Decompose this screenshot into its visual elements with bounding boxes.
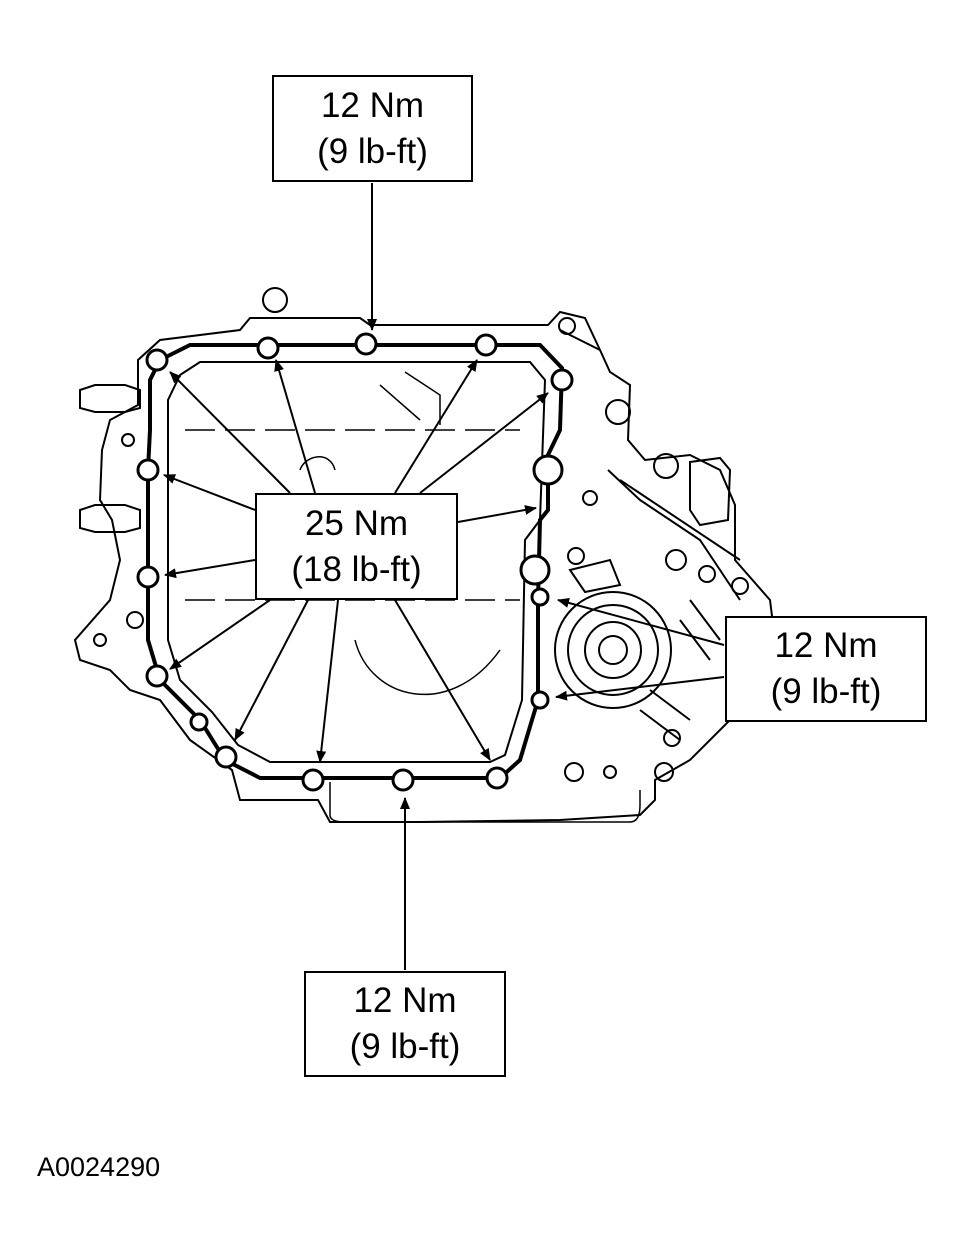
torque-callout-top: 12 Nm (9 lb-ft) <box>272 75 473 182</box>
torque-imperial: (9 lb-ft) <box>317 131 428 171</box>
torque-metric: 12 Nm <box>320 85 425 125</box>
torque-metric: 12 Nm <box>774 626 878 665</box>
transmission-case <box>73 287 777 823</box>
torque-callout-bottom: 12 Nm (9 lb-ft) <box>304 971 506 1077</box>
torque-leader-arrows <box>163 183 725 970</box>
figure-id: A0024290 <box>37 1152 161 1182</box>
torque-metric: 12 Nm <box>353 981 457 1020</box>
torque-callout-right: 12 Nm (9 lb-ft) <box>725 616 927 722</box>
torque-imperial: (9 lb-ft) <box>349 1027 461 1066</box>
torque-metric: 25 Nm <box>304 503 409 543</box>
pan-bolts <box>136 332 574 792</box>
torque-imperial: (18 lb-ft) <box>291 549 422 589</box>
torque-callout-center: 25 Nm (18 lb-ft) <box>255 493 458 600</box>
torque-imperial: (9 lb-ft) <box>770 672 882 711</box>
